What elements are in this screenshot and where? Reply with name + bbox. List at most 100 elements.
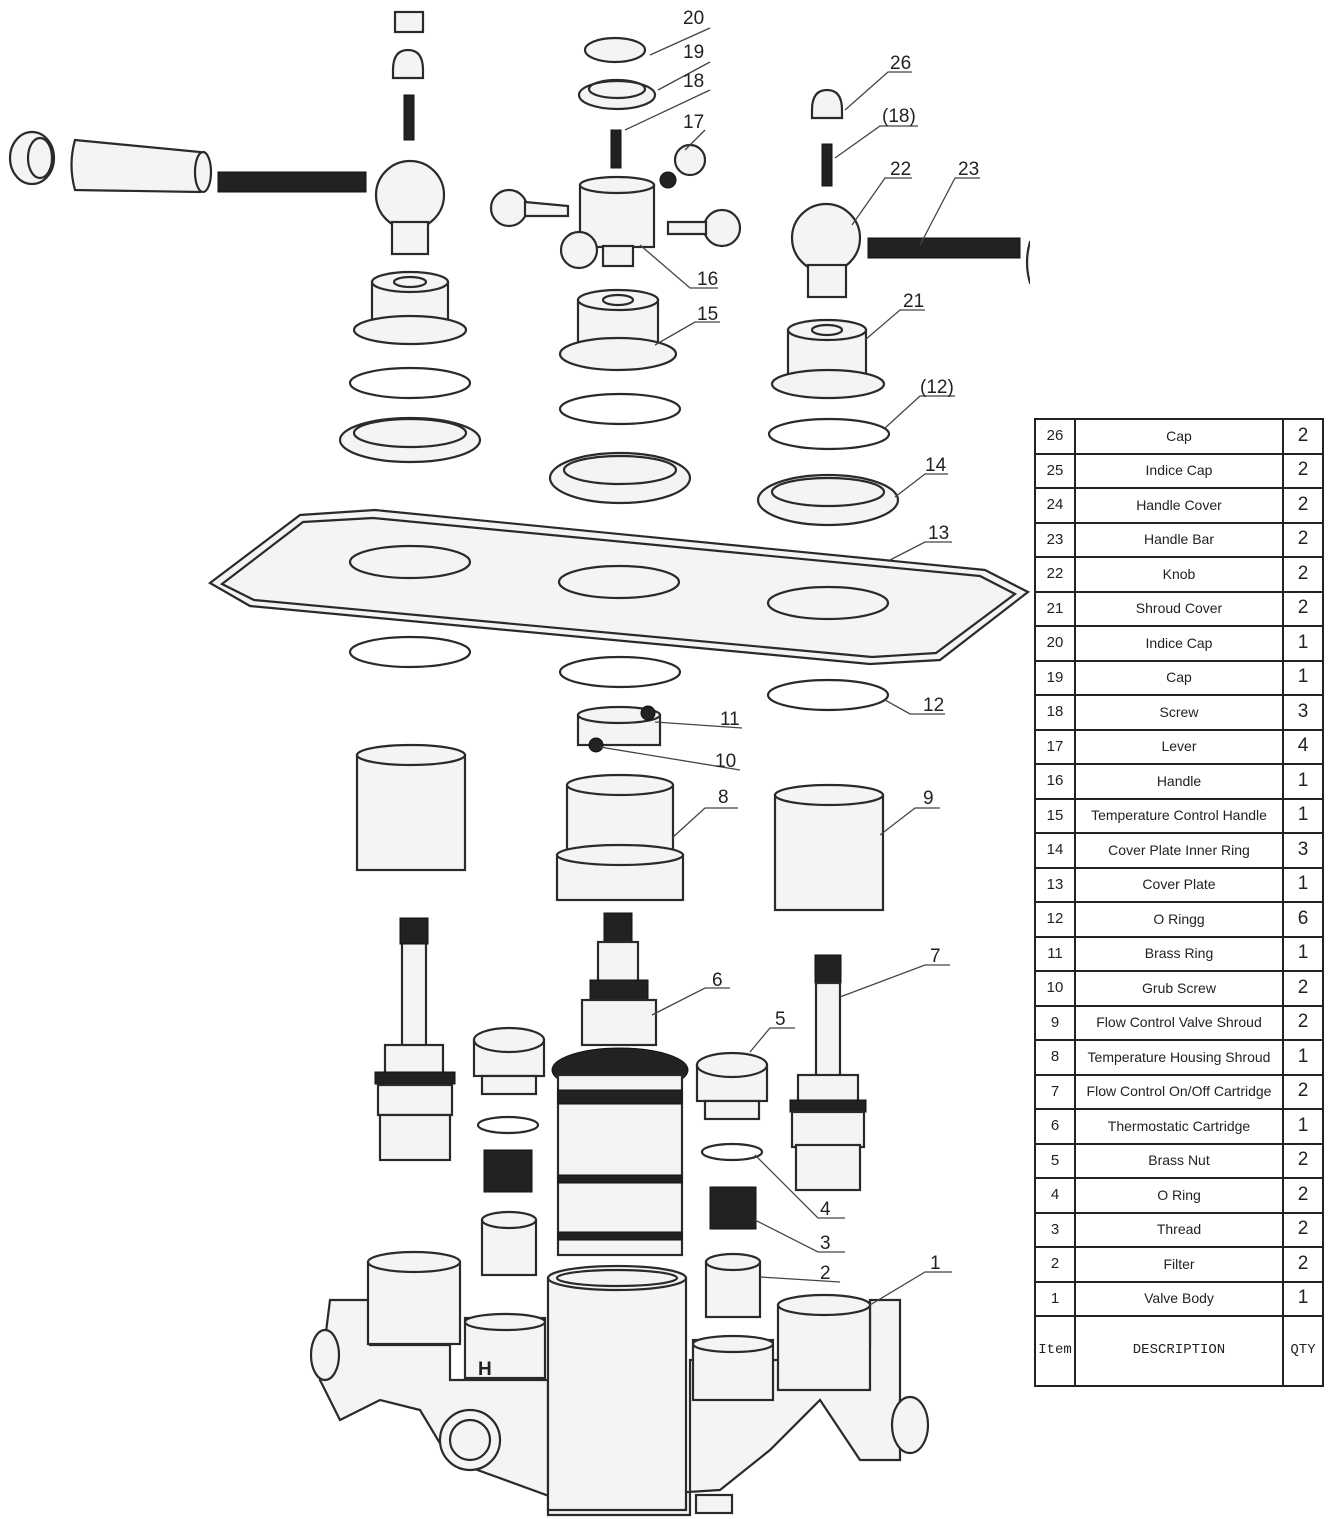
- bom-cell-description: Valve Body: [1074, 1280, 1284, 1317]
- bom-cell-description: Lever: [1074, 728, 1284, 765]
- bom-cell-qty: 1: [1282, 797, 1324, 834]
- bom-cell-item: 11: [1034, 935, 1076, 972]
- callout-17: 17: [683, 112, 704, 133]
- bom-cell-item: 1: [1034, 1280, 1076, 1317]
- bom-cell-qty: 1: [1282, 625, 1324, 662]
- callout-15: 15: [697, 304, 718, 325]
- bom-cell-description: Knob: [1074, 556, 1284, 593]
- nuts-rings-filters: [472, 1026, 769, 1319]
- exploded-view-diagram: H 20 19 18 17 16: [8, 8, 1030, 1517]
- callout-2: 2: [820, 1263, 831, 1284]
- bom-cell-item: 26: [1034, 418, 1076, 455]
- bom-cell-qty: 6: [1282, 901, 1324, 938]
- valve-body: H: [309, 1250, 930, 1517]
- bom-cell-item: 15: [1034, 797, 1076, 834]
- bom-cell-item: 8: [1034, 1039, 1076, 1076]
- callout-1: 1: [930, 1253, 941, 1274]
- callout-labels: 20 19 18 17 16 26 (18) 22 23 24 25 15 21…: [683, 8, 979, 1284]
- bom-cell-qty: 1: [1282, 1039, 1324, 1076]
- callout-8: 8: [718, 787, 729, 808]
- bom-cell-qty: 1: [1282, 1108, 1324, 1145]
- bom-cell-description: Handle: [1074, 763, 1284, 800]
- bom-cell-qty: 3: [1282, 694, 1324, 731]
- bom-cell-description: O Ringg: [1074, 901, 1284, 938]
- callout-23: 23: [958, 159, 979, 180]
- callout-6: 6: [712, 970, 723, 991]
- callout-7: 7: [930, 946, 941, 967]
- callout-10: 10: [715, 751, 736, 772]
- bom-cell-item: 19: [1034, 659, 1076, 696]
- bom-cell-qty: 1: [1282, 1280, 1324, 1317]
- left-column-stack: [338, 270, 482, 1162]
- bom-cell-qty: 2: [1282, 452, 1324, 489]
- bom-cell-description: Shroud Cover: [1074, 590, 1284, 627]
- bom-cell-item: 12: [1034, 901, 1076, 938]
- bom-cell-qty: 2: [1282, 1177, 1324, 1214]
- bom-cell-description: Temperature Housing Shroud: [1074, 1039, 1284, 1076]
- bom-cell-qty: 2: [1282, 1246, 1324, 1283]
- bom-cell-item: 4: [1034, 1177, 1076, 1214]
- bom-cell-qty: 3: [1282, 832, 1324, 869]
- bom-cell-qty: 2: [1282, 1142, 1324, 1179]
- bom-cell-qty: 2: [1282, 590, 1324, 627]
- bom-cell-item: 18: [1034, 694, 1076, 731]
- bom-cell-item: 21: [1034, 590, 1076, 627]
- bom-cell-item: 16: [1034, 763, 1076, 800]
- bom-cell-item: 7: [1034, 1073, 1076, 1110]
- bom-cell-qty: 1: [1282, 659, 1324, 696]
- bom-cell-description: Brass Ring: [1074, 935, 1284, 972]
- center-column-stack: [489, 36, 742, 1257]
- bom-cell-description: Screw: [1074, 694, 1284, 731]
- callout-22: 22: [890, 159, 911, 180]
- callout-16: 16: [697, 269, 718, 290]
- bom-cell-item: 9: [1034, 1004, 1076, 1041]
- bom-cell-item: 10: [1034, 970, 1076, 1007]
- callout-13: 13: [928, 523, 949, 544]
- bom-cell-description: Handle Cover: [1074, 487, 1284, 524]
- bom-cell-description: O Ring: [1074, 1177, 1284, 1214]
- bom-cell-qty: 2: [1282, 556, 1324, 593]
- bom-cell-item: 23: [1034, 521, 1076, 558]
- callout-26: 26: [890, 53, 911, 74]
- bom-cell-description: Flow Control On/Off Cartridge: [1074, 1073, 1284, 1110]
- callout-19: 19: [683, 42, 704, 63]
- bom-cell-qty: 2: [1282, 1211, 1324, 1248]
- bom-cell-description: Brass Nut: [1074, 1142, 1284, 1179]
- bom-cell-description: Thread: [1074, 1211, 1284, 1248]
- callout-18-ref: (18): [882, 106, 916, 127]
- cover-plate: [208, 508, 1030, 666]
- bom-cell-qty: 1: [1282, 866, 1324, 903]
- right-handle-assembly: [756, 88, 1030, 1192]
- callout-20: 20: [683, 8, 704, 29]
- bom-cell-description: Flow Control Valve Shroud: [1074, 1004, 1284, 1041]
- bom-cell-description: Temperature Control Handle: [1074, 797, 1284, 834]
- bom-cell-item: 20: [1034, 625, 1076, 662]
- bom-cell-description: Handle Bar: [1074, 521, 1284, 558]
- callout-18: 18: [683, 71, 704, 92]
- callout-4: 4: [820, 1199, 831, 1220]
- callout-5: 5: [775, 1009, 786, 1030]
- bom-cell-qty: 4: [1282, 728, 1324, 765]
- callout-3: 3: [820, 1233, 831, 1254]
